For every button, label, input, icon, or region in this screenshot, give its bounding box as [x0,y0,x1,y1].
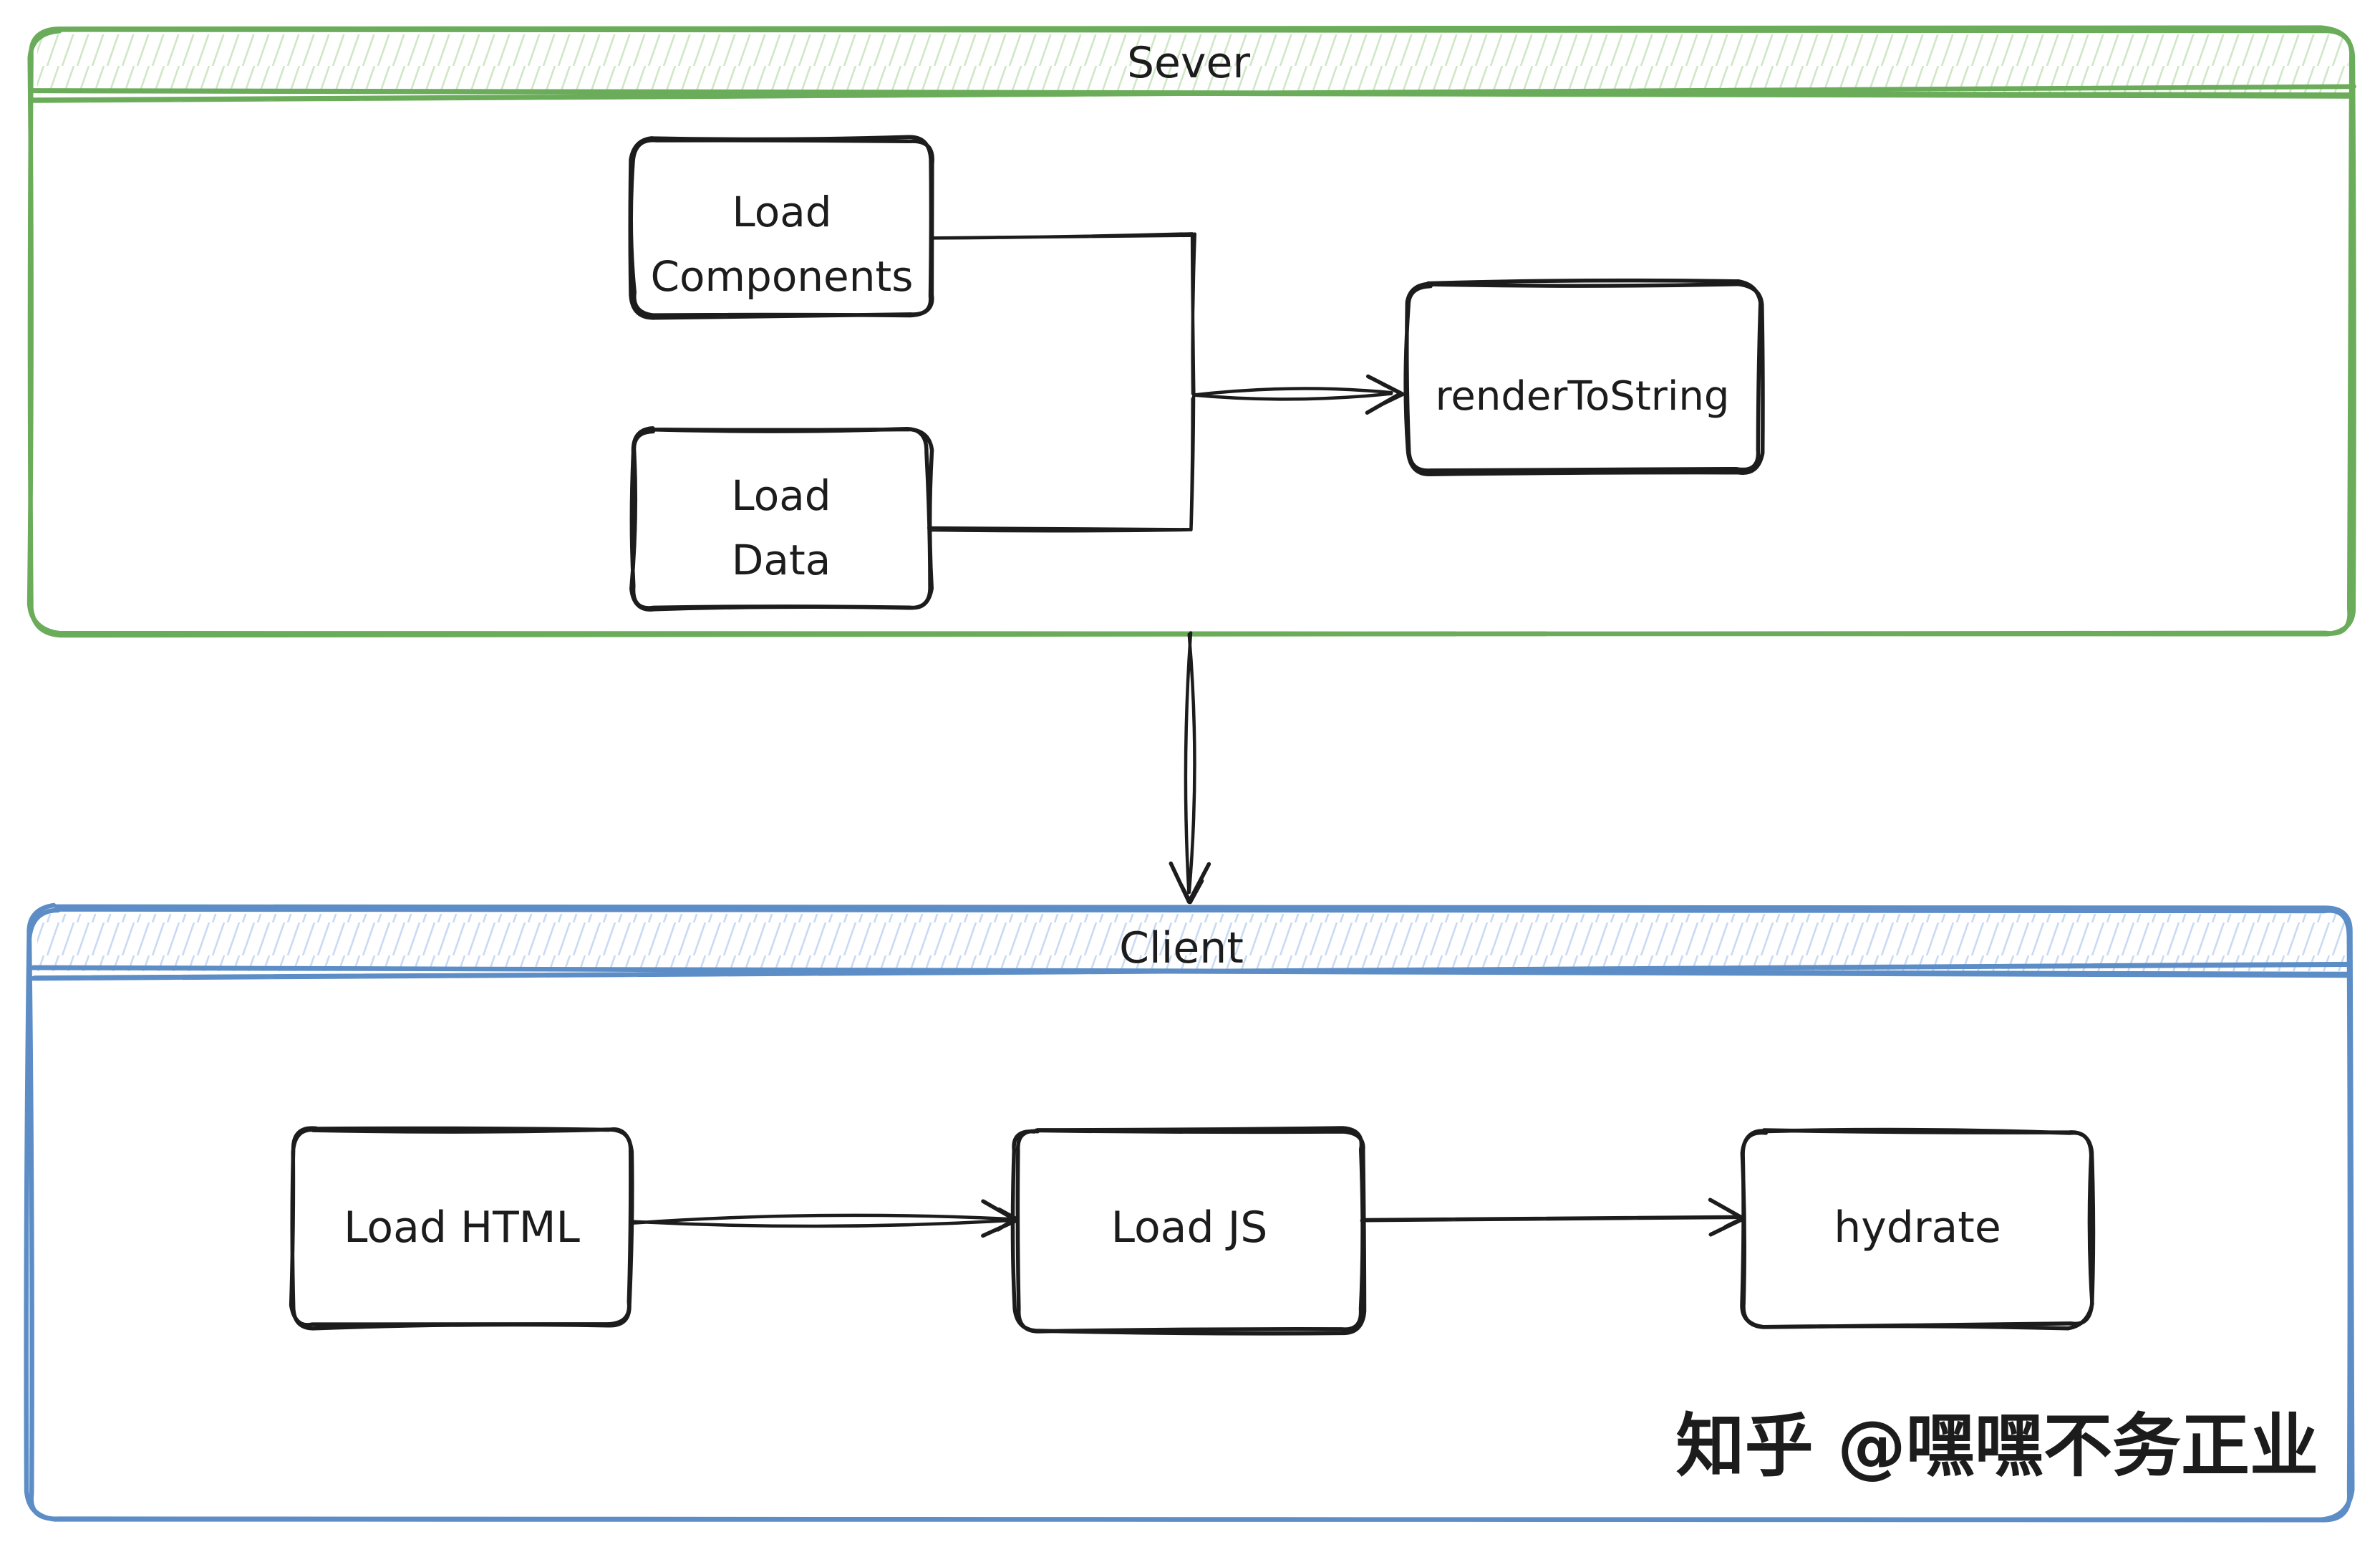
arrowhead-server-to-client [1169,861,1211,905]
box-hydrate: hydrate [1740,1127,2096,1331]
client-header-divider-2 [31,961,2353,981]
box-load-html-border [289,1126,634,1331]
arrow-server-to-client-shaft [1184,631,1196,895]
connector-load-data-v [1189,395,1196,532]
arrowhead-load-js [981,1199,1019,1238]
box-load-data: Load Data [629,426,934,612]
client-section-border [24,902,2355,1524]
server-header-divider-2 [31,84,2356,103]
box-hydrate-border [1740,1127,2096,1331]
box-load-components-border [628,135,934,320]
arrowhead-rendertostring [1365,374,1405,415]
box-load-html-label: Load HTML [344,1203,581,1253]
arrow-load-html-to-load-js [630,1213,1014,1228]
box-load-js-border [1010,1126,1367,1336]
client-header-band [37,914,2348,971]
client-section: Client Load HTML Load JS hydrate [24,902,2355,1524]
server-section-border [26,25,2356,638]
box-load-js-label: Load JS [1111,1203,1268,1253]
box-render-to-string-border [1403,278,1765,476]
server-header-band [37,34,2348,93]
box-load-data-label-line1: Load [731,471,831,520]
box-load-components-label-line1: Load [732,188,831,236]
box-load-js: Load JS [1010,1126,1367,1336]
box-load-data-label-line2: Data [732,536,831,584]
arrow-junction-to-rendertostring [1192,387,1393,401]
watermark-text: 知乎 @嘿嘿不务正业 [1676,1406,2318,1486]
box-render-to-string-label: renderToString [1436,373,1730,420]
box-load-data-border [629,426,934,612]
client-title: Client [1119,923,1244,973]
server-section: Sever Load Components Load Data renderTo… [26,25,2356,638]
box-hydrate-label: hydrate [1834,1203,2001,1253]
connector-load-data-h [927,526,1191,533]
connector-load-components-v [1190,232,1197,396]
box-load-html: Load HTML [289,1126,634,1331]
arrow-load-js-to-hydrate [1360,1215,1739,1223]
box-render-to-string: renderToString [1403,278,1765,476]
box-load-components-label-line2: Components [651,252,914,301]
connector-load-components-h [930,232,1194,240]
arrowhead-hydrate [1708,1197,1746,1237]
arrow-server-to-client [1169,631,1211,905]
server-title: Sever [1127,38,1250,88]
box-load-components: Load Components [628,135,934,320]
